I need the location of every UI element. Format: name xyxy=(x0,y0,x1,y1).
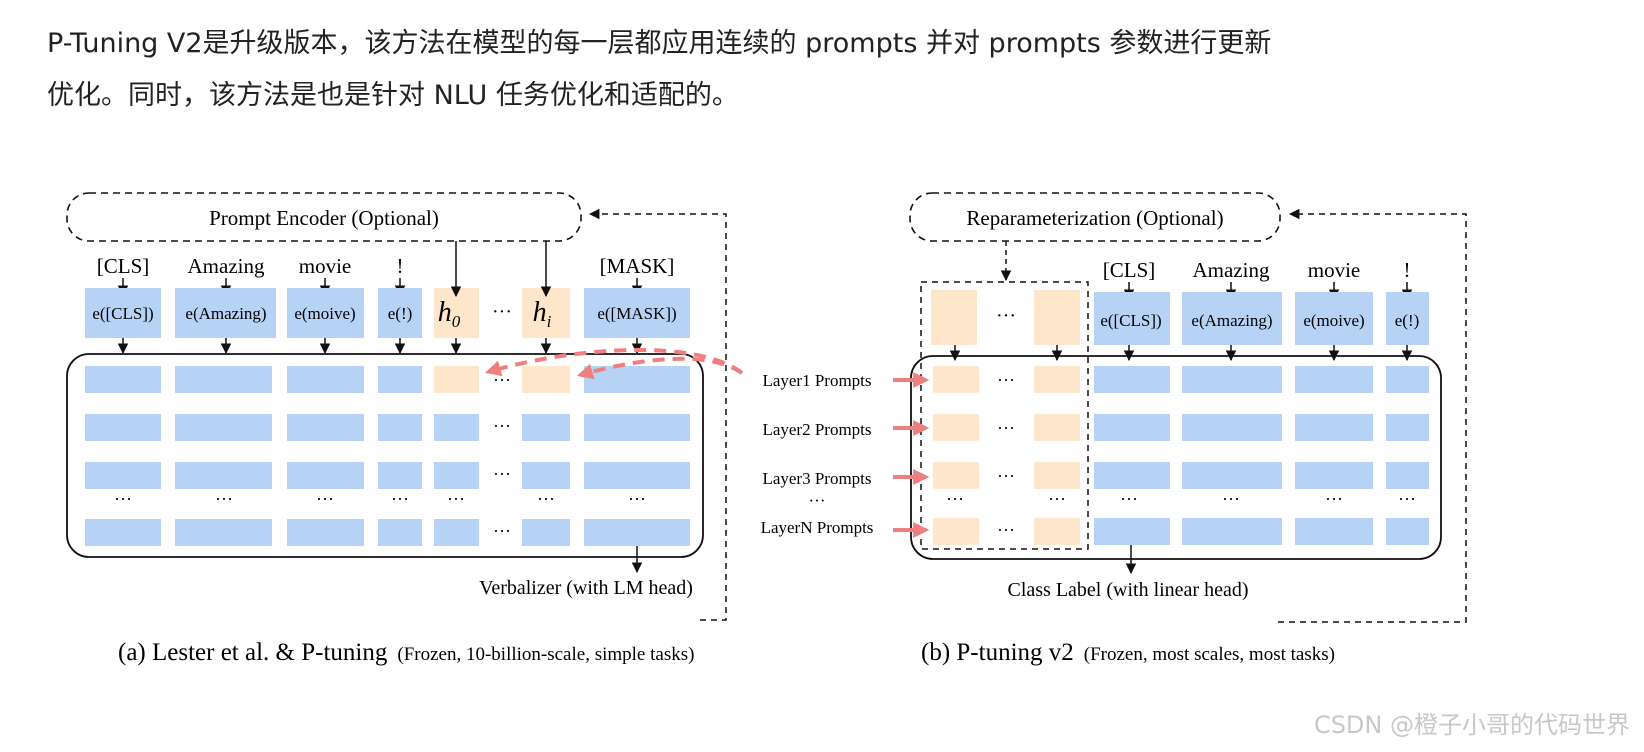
prompt-column-box xyxy=(920,281,1089,550)
frozen-model-box xyxy=(66,353,704,558)
paragraph-line-2: 优化。同时，该方法是也是针对 NLU 任务优化和适配的。 xyxy=(47,80,739,111)
left-layer-row-n: ··· xyxy=(85,519,690,546)
r-embed-exclaim-label: e(!) xyxy=(1395,311,1420,330)
right-panel: Reparameterization (Optional) ··· [CLS] … xyxy=(761,192,1467,666)
svg-text:···: ··· xyxy=(215,489,233,509)
paragraph-line-1: P-Tuning V2是升级版本，该方法在模型的每一层都应用连续的 prompt… xyxy=(47,28,1272,59)
embed-movie xyxy=(287,288,364,338)
svg-text:···: ··· xyxy=(1120,489,1138,509)
r-embed-amazing-label: e(Amazing) xyxy=(1191,311,1272,330)
r-embed-exclaim xyxy=(1386,292,1429,345)
layer2-prompts-label: Layer2 Prompts xyxy=(762,420,871,439)
r-embed-amazing xyxy=(1182,292,1282,345)
svg-text:···: ··· xyxy=(946,489,964,509)
layer1-prompt-red-arrow-hi xyxy=(576,356,744,380)
word-cls: [CLS] xyxy=(97,254,150,278)
left-layer-row-3: ··· xyxy=(85,462,690,489)
svg-text:···: ··· xyxy=(628,489,646,509)
reparameterization-label: Reparameterization (Optional) xyxy=(966,206,1223,230)
prompt-embed-first xyxy=(931,290,977,345)
svg-text:···: ··· xyxy=(997,520,1015,540)
embed-amazing-label: e(Amazing) xyxy=(185,304,266,323)
right-caption: (b) P-tuning v2 (Frozen, most scales, mo… xyxy=(921,639,1335,666)
left-panel: Prompt Encoder (Optional) [CLS] Amazing … xyxy=(66,192,727,666)
layer3-prompts-label: Layer3 Prompts xyxy=(762,469,871,488)
right-layer-row-1: ··· xyxy=(933,366,1429,393)
svg-text:···: ··· xyxy=(537,489,555,509)
left-ellipsis-row: ··· ··· ··· ··· ··· ··· ··· xyxy=(114,489,646,509)
r-embed-cls-label: e([CLS]) xyxy=(1100,311,1161,330)
r-frozen-model-box xyxy=(910,355,1442,560)
class-label: Class Label (with linear head) xyxy=(1007,579,1248,601)
r-embed-movie xyxy=(1295,292,1373,345)
right-layer-row-3: ··· xyxy=(933,462,1429,489)
svg-text:···: ··· xyxy=(391,489,409,509)
intro-paragraph: P-Tuning V2是升级版本，该方法在模型的每一层都应用连续的 prompt… xyxy=(47,18,1607,122)
embed-cls xyxy=(85,288,161,338)
svg-text:···: ··· xyxy=(447,489,465,509)
svg-text:···: ··· xyxy=(493,521,511,541)
right-layer-row-2: ··· xyxy=(933,414,1429,441)
r-word-amazing: Amazing xyxy=(1193,258,1270,282)
word-amazing: Amazing xyxy=(188,254,265,278)
svg-text:···: ··· xyxy=(997,370,1015,390)
prompt-embed-last xyxy=(1034,290,1080,345)
right-ellipsis-row: ··· ··· ··· ··· ··· ··· xyxy=(946,489,1416,509)
layern-prompts-label: LayerN Prompts xyxy=(761,518,874,537)
svg-text:···: ··· xyxy=(1222,489,1240,509)
r-embed-cls xyxy=(1094,292,1170,345)
embed-exclaim xyxy=(378,288,422,338)
svg-text:···: ··· xyxy=(997,466,1015,486)
r-word-exclaim: ! xyxy=(1404,258,1411,282)
word-mask: [MASK] xyxy=(600,254,675,278)
h0-symbol: h0 xyxy=(438,297,461,331)
reparameterization-box xyxy=(909,192,1281,242)
r-word-cls: [CLS] xyxy=(1103,258,1156,282)
layer1-prompt-red-arrow-h0 xyxy=(484,347,744,377)
layer-ellipsis: ··· xyxy=(809,491,826,510)
svg-text:···: ··· xyxy=(493,464,511,484)
r-embed-movie-label: e(moive) xyxy=(1303,311,1364,330)
left-layer-row-1: ··· xyxy=(85,366,690,393)
svg-text:···: ··· xyxy=(1398,489,1416,509)
svg-text:···: ··· xyxy=(316,489,334,509)
layer1-prompts-label: Layer1 Prompts xyxy=(762,371,871,390)
embed-dots: ··· xyxy=(492,301,512,323)
embed-movie-label: e(moive) xyxy=(294,304,355,323)
svg-text:···: ··· xyxy=(114,489,132,509)
svg-text:···: ··· xyxy=(493,370,511,390)
word-exclaim: ! xyxy=(397,254,404,278)
left-caption: (a) Lester et al. & P-tuning (Frozen, 10… xyxy=(118,639,694,666)
embed-mask-label: e([MASK]) xyxy=(597,304,676,323)
word-movie: movie xyxy=(299,254,352,278)
prompt-encoder-label: Prompt Encoder (Optional) xyxy=(209,206,439,230)
embed-cls-label: e([CLS]) xyxy=(92,304,153,323)
svg-text:···: ··· xyxy=(996,305,1016,327)
svg-text:···: ··· xyxy=(1325,489,1343,509)
embed-mask xyxy=(584,288,690,338)
r-word-movie: movie xyxy=(1308,258,1361,282)
svg-text:···: ··· xyxy=(1048,489,1066,509)
verbalizer-label: Verbalizer (with LM head) xyxy=(479,577,693,599)
embed-amazing xyxy=(175,288,276,338)
prompt-encoder-box xyxy=(66,192,582,242)
embed-exclaim-label: e(!) xyxy=(388,304,413,323)
right-feedback-loop xyxy=(1278,208,1467,623)
watermark: CSDN @橙子小哥的代码世界 xyxy=(1313,711,1630,739)
svg-text:···: ··· xyxy=(493,416,511,436)
left-feedback-loop xyxy=(588,208,727,621)
svg-text:···: ··· xyxy=(997,418,1015,438)
hi-symbol: hi xyxy=(533,297,552,331)
left-layer-row-2: ··· xyxy=(85,414,690,441)
right-layer-row-n: ··· xyxy=(933,518,1429,545)
